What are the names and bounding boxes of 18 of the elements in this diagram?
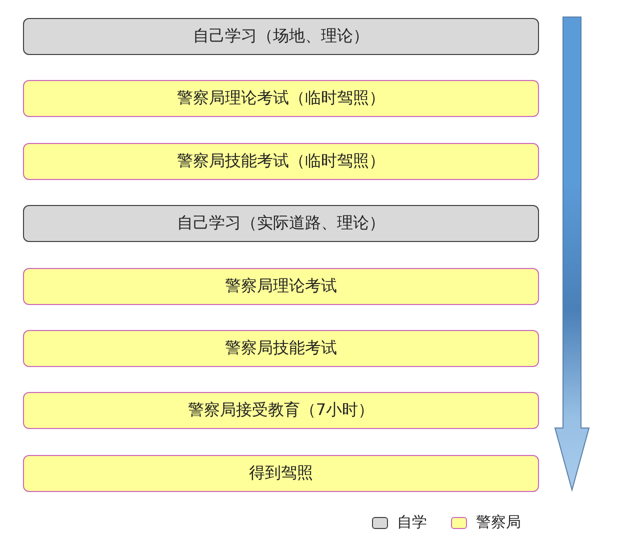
step-label: 警察局技能考试	[225, 338, 337, 359]
police-step-box	[23, 330, 539, 367]
police-step-box	[23, 454, 539, 492]
self-study-step-box	[23, 18, 539, 55]
police-step-box	[23, 142, 539, 180]
step-label: 警察局理论考试	[225, 276, 337, 297]
step-label: 自己学习（实际道路、理论）	[177, 213, 385, 234]
step-label: 警察局接受教育（7小时）	[188, 400, 374, 422]
police-step-box	[23, 80, 539, 118]
step-label: 警察局技能考试（临时驾照）	[177, 150, 385, 172]
step-label: 得到驾照	[249, 462, 313, 484]
step-label: 自己学习（场地、理论）	[193, 26, 369, 47]
police-step-box	[23, 268, 539, 305]
step-label: 警察局理论考试（临时驾照）	[177, 88, 385, 110]
self-study-step-box	[23, 205, 539, 242]
legend-label: 自学	[397, 513, 427, 532]
legend-label: 警察局	[476, 513, 521, 532]
police-step-box	[23, 392, 539, 430]
